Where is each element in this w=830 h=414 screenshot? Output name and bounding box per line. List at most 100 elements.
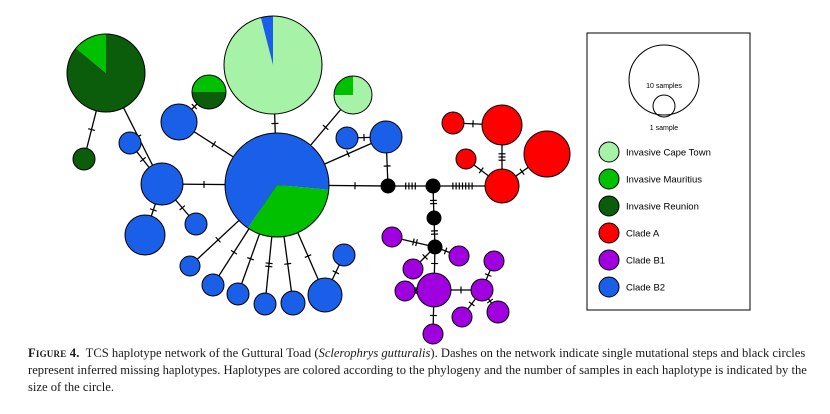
haplotype-b2f <box>226 282 250 306</box>
missing-haplotype <box>425 178 441 194</box>
mutation-tick <box>265 262 273 265</box>
legend-entry-reun: Invasive Reunion <box>598 195 699 217</box>
haplotype-b2k <box>335 126 359 150</box>
legend-entry-maur: Invasive Mauritius <box>598 168 702 190</box>
legend-swatch <box>598 168 620 190</box>
legend-swatch <box>598 141 620 163</box>
haplotype-bA <box>381 226 403 248</box>
mutation-tick <box>412 238 415 246</box>
legend-entry-cladeB1: Clade B1 <box>598 249 665 271</box>
haplotype-bI <box>394 280 416 302</box>
caption-species: Sclerophrys gutturalis <box>318 346 431 360</box>
haplotype-b2hub <box>140 162 184 206</box>
haplotype-b2h <box>280 290 306 316</box>
mutation-tick <box>346 150 350 158</box>
figure-label: Figure 4. <box>28 346 80 360</box>
haplotype-cape <box>223 15 323 115</box>
haplotype-aM <box>484 168 520 204</box>
haplotype-bH <box>422 323 444 345</box>
legend-size-small <box>652 94 676 118</box>
haplotype-aR <box>523 130 571 178</box>
mutation-tick <box>230 249 238 255</box>
mutation-tick <box>422 254 428 260</box>
legend: 10 samples 1 sample Invasive Cape TownIn… <box>586 32 751 311</box>
legend-label: Clade B1 <box>626 256 665 267</box>
mutation-tick <box>443 247 448 255</box>
haplotype-outline <box>224 132 330 238</box>
legend-label: Clade A <box>626 229 660 240</box>
legend-swatch <box>598 249 620 271</box>
caption-text-end: ). Dashes on the network indicate single… <box>28 346 807 394</box>
legend-entry-cladeA: Clade A <box>598 222 660 244</box>
haplotype-slice <box>192 92 226 109</box>
haplotype-bD <box>483 250 505 272</box>
mutation-tick <box>486 298 494 304</box>
mutation-tick <box>284 262 292 265</box>
haplotype-reun <box>66 33 146 113</box>
legend-label: Invasive Cape Town <box>626 148 711 159</box>
haplotype-bF <box>486 300 510 324</box>
haplotype-b2i <box>307 277 343 313</box>
haplotype-outline <box>333 75 373 115</box>
haplotype-aBig <box>481 104 523 146</box>
missing-haplotype <box>380 178 396 194</box>
haplotype-rmS <box>191 74 227 110</box>
caption-text-start: TCS haplotype network of the Guttural To… <box>85 346 319 360</box>
haplotype-bB <box>402 258 424 280</box>
haplotype-outline <box>191 74 227 110</box>
haplotype-outline <box>223 15 323 115</box>
mutation-tick <box>211 141 217 148</box>
legend-size-small-label: 1 sample <box>650 125 679 132</box>
legend-entry-cladeB2: Clade B2 <box>598 276 665 298</box>
haplotype-slice <box>225 133 329 229</box>
mutation-tick <box>484 273 492 277</box>
mutation-tick <box>215 236 221 243</box>
legend-label: Clade B2 <box>626 283 665 294</box>
legend-size-large-label: 10 samples <box>646 83 682 90</box>
legend-entry-cape: Invasive Cape Town <box>598 141 711 163</box>
haplotype-slice <box>260 16 273 65</box>
haplotype-bHub <box>416 272 452 308</box>
mutation-tick <box>468 301 475 307</box>
mutation-tick <box>415 239 418 247</box>
mutation-tick <box>478 167 484 174</box>
mutation-tick <box>149 208 157 212</box>
mutation-tick <box>191 103 198 110</box>
figure-caption: Figure 4. TCS haplotype network of the G… <box>28 345 808 396</box>
legend-swatch <box>598 276 620 298</box>
haplotype-bC <box>448 245 470 267</box>
haplotype-bG <box>451 306 473 328</box>
haplotype-b2a <box>118 131 142 155</box>
haplotype-slice <box>192 75 226 92</box>
legend-label: Invasive Mauritius <box>626 175 702 186</box>
legend-swatch <box>598 195 620 217</box>
haplotype-outline <box>66 33 146 113</box>
haplotype-aSm <box>441 111 465 135</box>
haplotype-bE <box>470 278 494 302</box>
mutation-tick <box>87 128 96 132</box>
haplotype-slice <box>75 34 106 73</box>
haplotype-cmS <box>333 75 373 115</box>
missing-haplotype <box>426 210 442 226</box>
mutation-tick <box>322 124 329 131</box>
haplotype-b2b <box>184 212 208 236</box>
legend-label: Invasive Reunion <box>626 202 699 213</box>
mutation-tick <box>265 265 273 268</box>
mutation-tick <box>332 270 340 275</box>
network-nodes <box>66 15 571 345</box>
haplotype-slice <box>334 76 353 95</box>
haplotype-aL <box>455 148 477 170</box>
haplotype-reunS <box>72 147 96 171</box>
haplotype-b2l <box>369 120 403 154</box>
legend-swatch <box>598 222 620 244</box>
legend-size-large <box>628 44 700 116</box>
haplotype-b2j <box>332 243 356 267</box>
haplotype-lb1 <box>160 103 198 141</box>
haplotype-big <box>224 132 330 238</box>
haplotype-b2c <box>124 214 166 256</box>
missing-haplotype <box>427 239 443 255</box>
haplotype-slice <box>247 185 329 238</box>
